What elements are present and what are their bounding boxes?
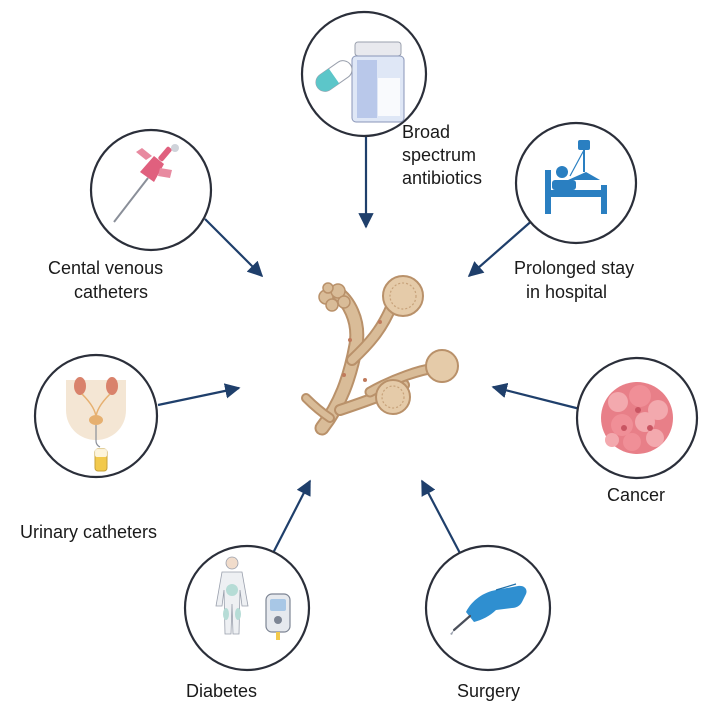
arrow-hospital-stay: [467, 217, 536, 278]
factor-cancer: Cancer: [575, 356, 699, 505]
antibiotics-label: Broad spectrum antibiotics: [402, 122, 482, 188]
arrow-urinary-catheters: [157, 383, 241, 407]
arrow-diabetes: [270, 479, 311, 558]
factor-surgery: Surgery: [424, 544, 552, 701]
pill-and-bottle-icon: [315, 41, 405, 123]
urinary-catheter-icon: [66, 377, 126, 472]
glucometer-icon: [215, 556, 291, 640]
iv-cannula-icon: [113, 144, 179, 223]
surgery-label: Surgery: [457, 681, 520, 701]
hospital-bed-icon: [545, 140, 607, 214]
hospital-stay-label: Prolonged stay in hospital: [514, 258, 639, 302]
factor-urinary-catheters: Urinary catheters: [20, 353, 159, 542]
factor-diabetes: Diabetes: [183, 544, 311, 701]
central-venous-catheters-circle: [89, 128, 213, 252]
factor-hospital-stay: Prolonged stay in hospital: [514, 121, 639, 302]
cancer-label: Cancer: [607, 485, 665, 505]
tumor-cells-icon: [601, 382, 673, 454]
fungus-hyphae-icon: [301, 275, 459, 436]
arrows: [157, 125, 585, 558]
urinary-catheters-label: Urinary catheters: [20, 522, 157, 542]
factor-central-venous-catheters: Cental venous catheters: [48, 128, 213, 302]
arrow-cancer: [491, 382, 585, 412]
arrow-surgery: [421, 479, 463, 558]
factor-antibiotics: Broad spectrum antibiotics: [300, 10, 482, 188]
arrow-central-venous-catheters: [204, 218, 264, 278]
diabetes-label: Diabetes: [186, 681, 257, 701]
central-venous-catheters-label: Cental venous catheters: [48, 258, 168, 302]
scalpel-hand-icon: [450, 583, 527, 635]
